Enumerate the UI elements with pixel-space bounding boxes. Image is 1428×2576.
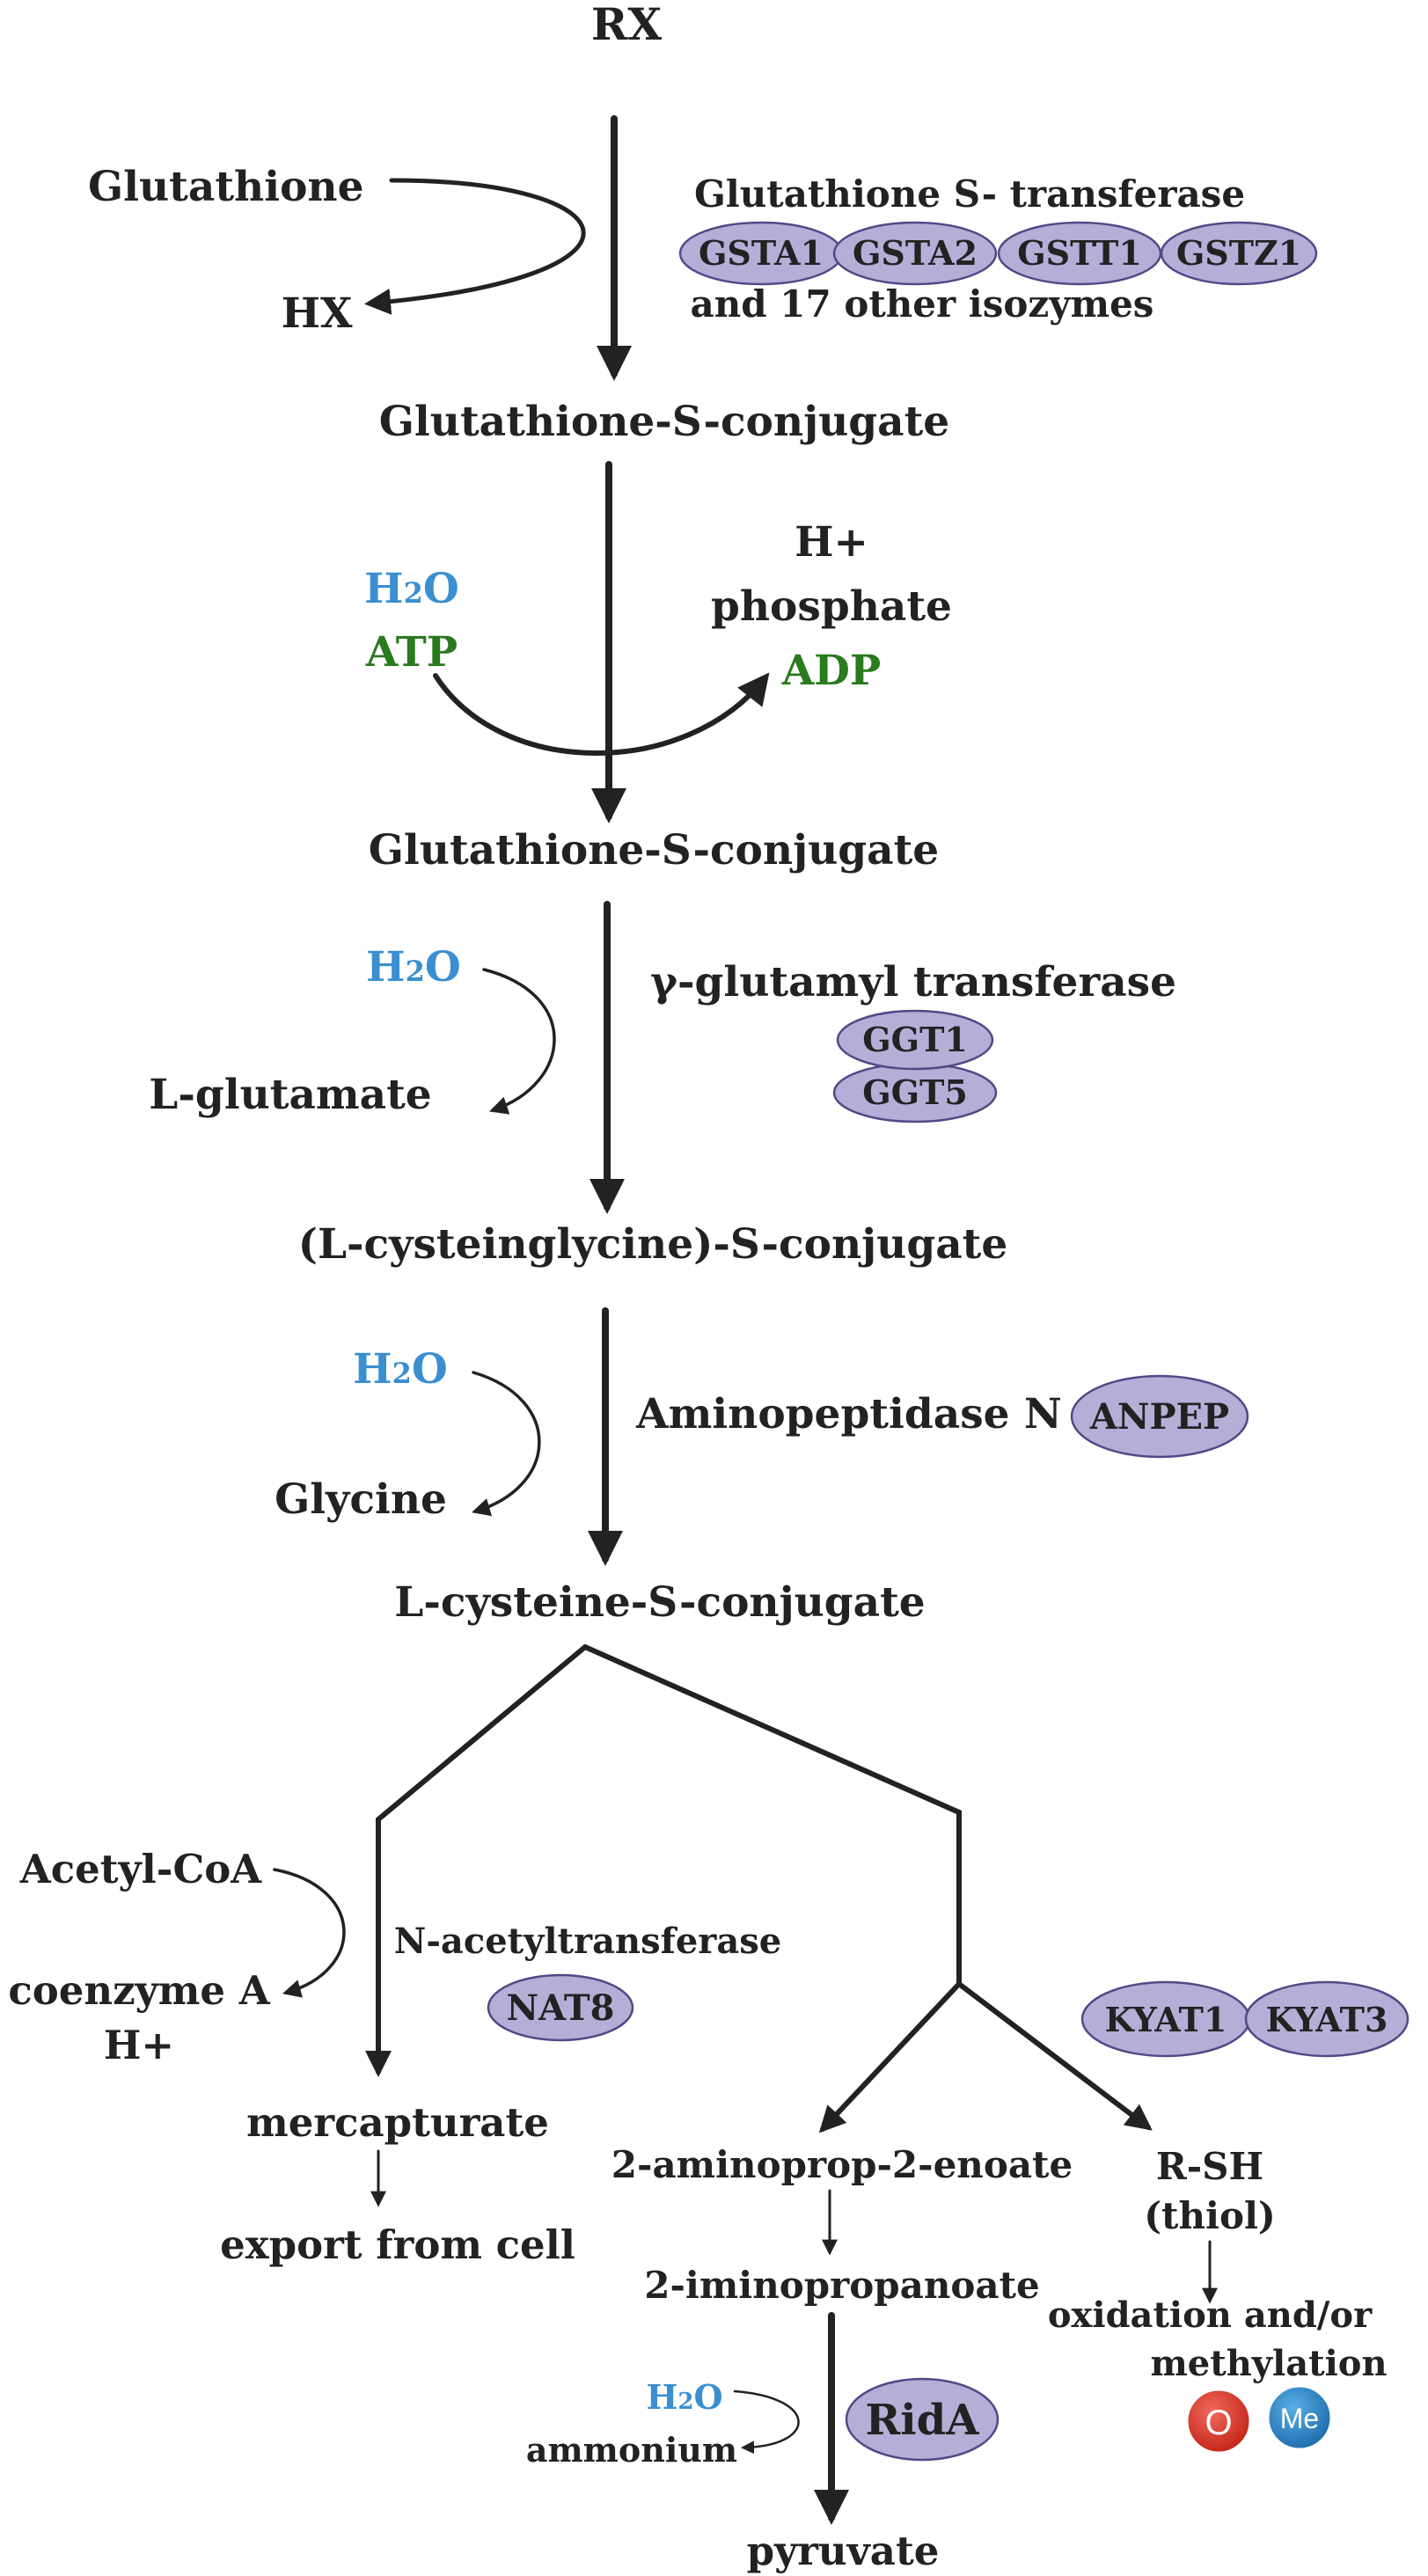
methylation-badge-icon (1266, 2384, 1333, 2451)
arrow-water-to-glycine (471, 1371, 541, 1517)
enzyme-kyat1-label: KYAT1 (1105, 2000, 1227, 2039)
enzyme-gsta1-label: GSTA1 (699, 233, 824, 273)
enzyme-gstz1 (1160, 221, 1318, 286)
enzyme-anpep-label: ANPEP (1089, 1396, 1229, 1438)
label-ammonium: ammonium (526, 2430, 737, 2470)
label-hx: HX (282, 289, 353, 338)
enzyme-gstz1-label: GSTZ1 (1176, 233, 1301, 273)
ggt-title: γ-glutamyl transferase (650, 958, 1176, 1006)
label-glycine: Glycine (275, 1475, 447, 1524)
nat-title: N-acetyltransferase (394, 1921, 782, 1962)
branch-to-mercapturate (365, 1644, 588, 2077)
label-aminoprop: 2-aminoprop-2-enoate (611, 2143, 1073, 2186)
label-thiol: (thiol) (1144, 2194, 1276, 2237)
label-l-glutamate: L-glutamate (149, 1071, 431, 1119)
label-oxidation: oxidation and/or (1048, 2294, 1373, 2336)
label-rx: RX (591, 0, 663, 50)
label-iminoprop: 2-iminopropanoate (644, 2264, 1040, 2307)
label-adp: ADP (781, 647, 882, 695)
label-water-3: H2O (353, 1345, 448, 1394)
enzyme-rida (845, 2377, 1000, 2462)
enzyme-gsta2 (832, 221, 998, 286)
label-cys-conjugate: L-cysteine-S-conjugate (394, 1578, 925, 1627)
label-acetyl-coa: Acetyl-CoA (19, 1846, 262, 1892)
enzyme-rida-label: RidA (866, 2396, 980, 2445)
oxidation-badge-icon (1185, 2388, 1252, 2455)
label-coenzyme-a: coenzyme A (8, 1967, 270, 2014)
methylation-badge-label: Me (1280, 2403, 1319, 2434)
label-water-4: H2O (646, 2377, 722, 2417)
enzyme-nat8-label: NAT8 (506, 1987, 614, 2029)
label-pyruvate: pyruvate (747, 2528, 940, 2574)
label-h-plus-1: H+ (795, 518, 868, 567)
label-export: export from cell (220, 2221, 575, 2268)
label-cysgly-conjugate: (L-cysteinglycine)-S-conjugate (298, 1220, 1008, 1269)
label-atp: ATP (365, 628, 458, 677)
label-gs-conjugate-1: Glutathione-S-conjugate (379, 398, 949, 446)
label-water-2: H2O (366, 943, 461, 992)
branch-to-aminoprop (818, 1981, 962, 2133)
branch-to-beta-lyase (582, 1644, 962, 1987)
gst-note: and 17 other isozymes (691, 282, 1154, 326)
label-h-plus-2: H+ (104, 2022, 174, 2068)
label-water-1: H2O (364, 565, 459, 613)
gst-title: Glutathione S- transferase (694, 172, 1245, 216)
enzyme-gsta2-label: GSTA2 (853, 233, 978, 273)
arrow-water-to-glutamate (482, 968, 556, 1115)
label-methylation: methylation (1150, 2343, 1387, 2384)
enzyme-ggt1-label: GGT1 (862, 1020, 968, 1059)
gst-isozyme-list: GSTA1 GSTA2 GSTT1 GSTZ1 (678, 221, 1318, 286)
enzyme-gstt1-label: GSTT1 (1017, 233, 1142, 273)
enzyme-ggt1 (836, 1009, 994, 1071)
arrow-glutathione-to-hx (364, 178, 586, 315)
label-mercapturate: mercapturate (246, 2099, 549, 2146)
arrow-water-to-ammonium (733, 2389, 800, 2455)
arrow-atp-to-adp (433, 672, 770, 756)
branch-to-rsh (956, 1981, 1153, 2131)
label-rsh: R-SH (1156, 2145, 1263, 2188)
label-phosphate: phosphate (711, 582, 952, 631)
label-gs-conjugate-2: Glutathione-S-conjugate (369, 826, 939, 875)
label-glutathione: Glutathione (88, 163, 364, 211)
enzyme-anpep (1070, 1374, 1249, 1459)
arrow-acetylcoa-to-coa (273, 1868, 346, 1998)
enzyme-kyat3 (1244, 1980, 1410, 2058)
enzyme-nat8 (487, 1973, 634, 2042)
enzyme-kyat3-label: KYAT3 (1266, 2000, 1388, 2039)
anpep-title: Aminopeptidase N (635, 1390, 1062, 1438)
enzyme-ggt5-label: GGT5 (862, 1072, 968, 1112)
oxidation-badge-label: O (1205, 2404, 1232, 2442)
